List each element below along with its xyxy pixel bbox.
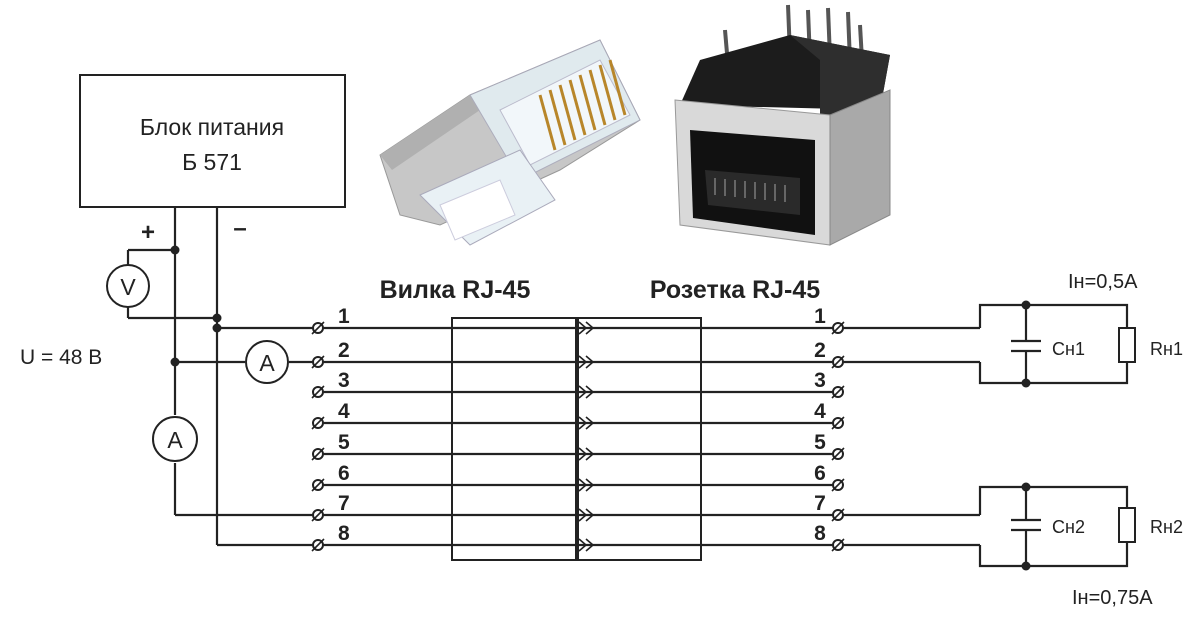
plus-terminal-label: + <box>141 219 155 246</box>
plug-body <box>451 317 579 561</box>
rj45-plug-photo <box>379 39 641 246</box>
minus-terminal-label: – <box>233 215 246 242</box>
plug-pin-5: 5 <box>338 431 350 454</box>
load-1-current: Iн=0,5A <box>1068 271 1138 293</box>
socket-pin-2: 2 <box>814 339 826 362</box>
ammeter-bottom-symbol: A <box>167 427 183 453</box>
load-2-capacitor: Cн2 <box>1052 517 1085 537</box>
supply-voltage-label: U = 48 В <box>20 346 102 369</box>
socket-pin-3: 3 <box>814 369 826 392</box>
load-1-resistor: Rн1 <box>1150 339 1183 359</box>
plug-pin-7: 7 <box>338 492 350 515</box>
socket-pin-1: 1 <box>814 305 826 328</box>
rj45-socket-photo <box>674 4 891 246</box>
plug-pin-8: 8 <box>338 522 350 545</box>
plug-pin-2: 2 <box>338 339 350 362</box>
socket-pin-8: 8 <box>814 522 826 545</box>
voltmeter: V <box>106 264 150 308</box>
ammeter-top-symbol: A <box>259 350 275 376</box>
plug-pin-1: 1 <box>338 305 350 328</box>
socket-pin-4: 4 <box>814 400 826 423</box>
plug-pin-4: 4 <box>338 400 350 423</box>
socket-body <box>575 317 702 561</box>
conductor-6 <box>318 478 838 492</box>
socket-pin-5: 5 <box>814 431 826 454</box>
load-1: Iн=0,5A Cн1 Rн1 <box>843 271 1183 388</box>
conductor-7 <box>318 508 838 522</box>
socket-title: Розетка RJ-45 <box>650 276 820 304</box>
conductor-3 <box>318 385 838 399</box>
load-2-resistor: Rн2 <box>1150 517 1183 537</box>
plug-pin-6: 6 <box>338 462 350 485</box>
conductor-8 <box>318 538 838 552</box>
conductor-1 <box>318 321 838 335</box>
socket-pin-6: 6 <box>814 462 826 485</box>
power-supply-model: Б 571 <box>182 149 242 175</box>
load-1-capacitor: Cн1 <box>1052 339 1085 359</box>
ammeter-bottom: A <box>152 416 198 462</box>
conductor-lines <box>318 321 838 552</box>
plug-title: Вилка RJ-45 <box>380 276 531 304</box>
load-2-current: Iн=0,75A <box>1072 587 1153 609</box>
conductor-4 <box>318 416 838 430</box>
load-2: Cн2 Rн2 Iн=0,75A <box>843 482 1183 609</box>
socket-pin-7: 7 <box>814 492 826 515</box>
plug-pin-3: 3 <box>338 369 350 392</box>
socket-terminals: 1 2 3 4 5 6 7 8 <box>814 305 845 552</box>
conductor-5 <box>318 447 838 461</box>
voltmeter-symbol: V <box>120 274 136 300</box>
plug-terminals: 1 2 3 4 5 6 7 8 <box>311 305 350 552</box>
supply-wiring <box>126 207 318 547</box>
ammeter-top: A <box>245 340 289 384</box>
power-supply-name: Блок питания <box>140 114 284 140</box>
conductor-2 <box>318 355 838 369</box>
power-supply-block: Блок питания Б 571 <box>79 74 346 208</box>
